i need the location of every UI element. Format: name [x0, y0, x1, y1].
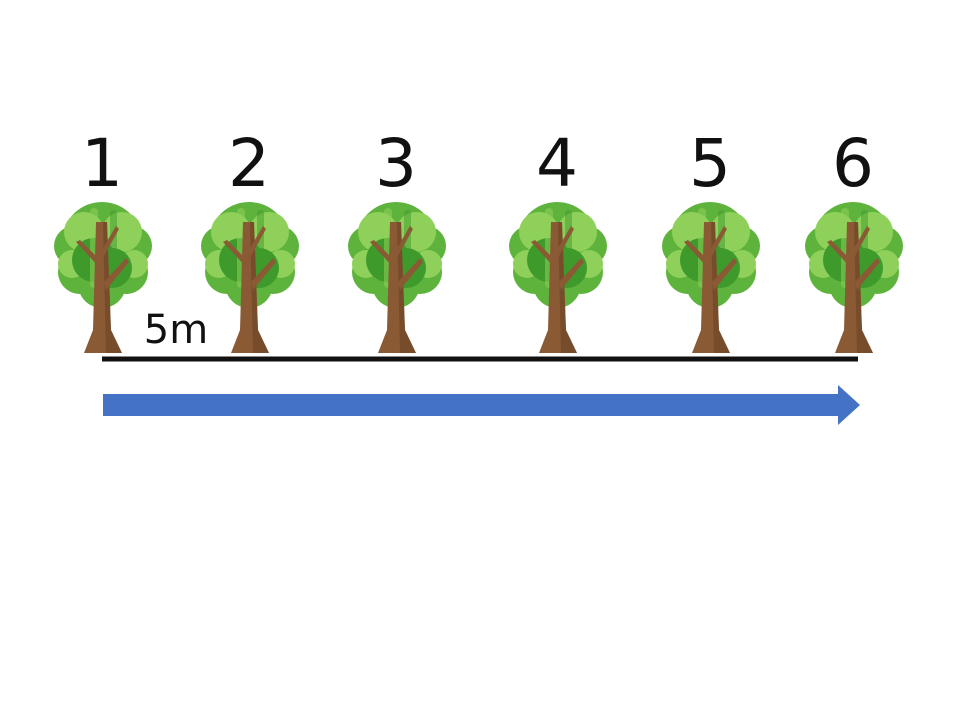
tree-6: 6 — [805, 125, 903, 353]
tree-icon — [348, 202, 446, 353]
tree-icon — [805, 202, 903, 353]
tree-2: 2 — [201, 125, 299, 353]
tree-number-1: 1 — [81, 125, 123, 202]
tree-icon — [54, 202, 152, 353]
tree-4: 4 — [509, 125, 607, 353]
spacing-label: 5m — [144, 307, 208, 353]
tree-number-4: 4 — [536, 125, 578, 202]
tree-icon — [201, 202, 299, 353]
tree-1: 1 — [54, 125, 152, 353]
tree-icon — [662, 202, 760, 353]
tree-3: 3 — [348, 125, 446, 353]
tree-number-6: 6 — [832, 125, 874, 202]
tree-number-3: 3 — [375, 125, 417, 202]
direction-arrow — [103, 385, 860, 425]
tree-number-5: 5 — [689, 125, 731, 202]
tree-icon — [509, 202, 607, 353]
tree-number-2: 2 — [228, 125, 270, 202]
tree-5: 5 — [662, 125, 760, 353]
